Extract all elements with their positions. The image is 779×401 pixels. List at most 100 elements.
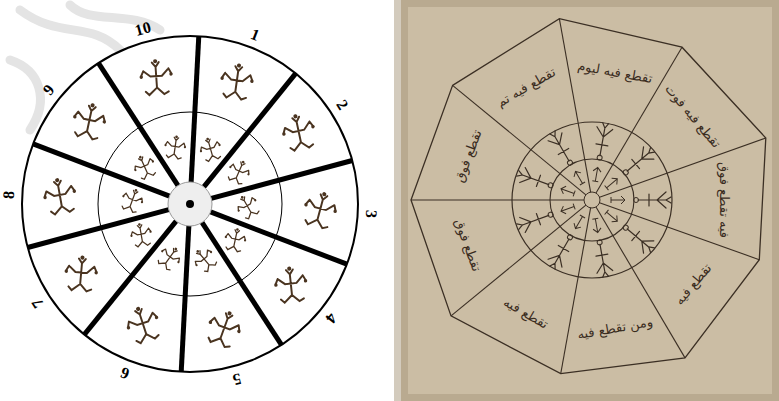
rune-dot	[225, 236, 228, 239]
sigil-ring	[567, 159, 574, 166]
rune-head	[206, 137, 209, 140]
rune-stroke	[65, 257, 98, 292]
sector-divider	[33, 144, 169, 196]
rune-figure	[232, 191, 262, 222]
rune-stroke	[301, 191, 338, 230]
rune-head	[134, 189, 137, 192]
rune-dot	[184, 146, 187, 149]
rune-dot	[244, 239, 247, 242]
hub	[584, 192, 600, 208]
inner-sigil	[591, 167, 601, 182]
left-panel	[0, 0, 396, 401]
rune-dot	[237, 209, 240, 212]
rune-dot	[209, 250, 212, 253]
rune-dot	[151, 160, 154, 163]
rune-stroke	[164, 136, 186, 160]
rune-head	[287, 266, 292, 271]
rune-dot	[237, 329, 241, 333]
segment-line	[600, 138, 766, 197]
inner-sigil-stroke	[560, 185, 576, 197]
inner-sigil-stroke	[591, 167, 601, 182]
manuscript-wheel	[411, 19, 766, 374]
rune-stroke	[199, 137, 224, 163]
sigil	[546, 231, 579, 271]
rune-dot	[64, 269, 68, 273]
rune-stroke	[124, 305, 162, 345]
hub	[168, 182, 212, 226]
sector-divider	[211, 212, 347, 264]
sector-divider	[84, 221, 176, 334]
inner-sigil-stroke	[611, 196, 625, 204]
rune-dot	[102, 120, 106, 124]
rune-dot	[304, 203, 308, 207]
sector-divider	[99, 63, 179, 185]
rune-stroke	[204, 309, 243, 349]
sector-divider	[191, 36, 199, 182]
rune-dot	[247, 173, 250, 176]
rune-head	[227, 311, 232, 316]
rune-figure	[279, 111, 319, 153]
sector-number: 3	[363, 209, 379, 218]
inner-sigil	[591, 218, 601, 233]
rune-head	[90, 103, 95, 108]
hub-dot	[186, 200, 194, 208]
sigil-ring	[634, 198, 639, 203]
rune-dot	[220, 76, 224, 80]
sigil-stroke	[638, 192, 671, 208]
rune-stroke	[223, 228, 246, 253]
rune-dot	[139, 75, 143, 79]
rune-head	[237, 63, 242, 68]
rune-figure	[300, 188, 341, 231]
sector-divider	[204, 73, 296, 186]
rune-figure	[138, 58, 174, 96]
rune-dot	[73, 115, 77, 119]
inner-sigil-stroke	[591, 218, 601, 233]
inner-sigil-stroke	[572, 214, 586, 230]
rune-stroke	[71, 103, 107, 141]
rune-head	[322, 192, 327, 197]
rune-dot	[94, 271, 98, 275]
inner-sigil	[604, 176, 620, 191]
rune-dot	[169, 72, 173, 76]
segment-inscription: فيه تقطع فوق	[718, 162, 731, 238]
rune-head	[236, 228, 239, 231]
sigil-stroke	[622, 223, 658, 256]
rune-stroke	[155, 244, 183, 272]
rune-stroke	[43, 179, 78, 216]
rune-figure	[197, 135, 224, 163]
rune-dot	[254, 199, 257, 202]
rune-figure	[224, 156, 253, 186]
segment-line	[600, 203, 760, 260]
rune-head	[196, 250, 200, 254]
sigil-ring	[622, 224, 629, 231]
inner-sigil	[611, 196, 625, 204]
sigil	[591, 238, 613, 278]
rune-stroke	[234, 193, 261, 221]
sigil-ring	[547, 182, 553, 188]
rune-dot	[208, 320, 212, 324]
rune-head	[240, 195, 244, 199]
rune-figure	[189, 243, 221, 275]
sigil-ring	[622, 169, 629, 176]
sigil-stroke	[546, 128, 576, 165]
inner-sigil-stroke	[560, 203, 576, 215]
rune-dot	[195, 264, 198, 267]
rune-stroke	[220, 65, 254, 101]
sigil	[619, 144, 658, 180]
rune-dot	[122, 195, 125, 198]
sigil-stroke	[622, 144, 658, 177]
manuscript-photo	[401, 0, 779, 401]
inner-sigil	[604, 209, 620, 224]
rune-dot	[130, 235, 133, 238]
sigil-ring	[597, 239, 603, 245]
rune-figure	[122, 302, 165, 346]
rune-figure	[69, 100, 109, 142]
sigil-ring	[567, 234, 574, 241]
sigil-ring	[597, 155, 603, 161]
rune-head	[139, 155, 143, 159]
rune-figure	[272, 265, 309, 304]
rune-dot	[311, 125, 315, 129]
rune-figure	[202, 306, 245, 351]
rune-head	[293, 114, 298, 119]
rune-dot	[274, 283, 278, 287]
